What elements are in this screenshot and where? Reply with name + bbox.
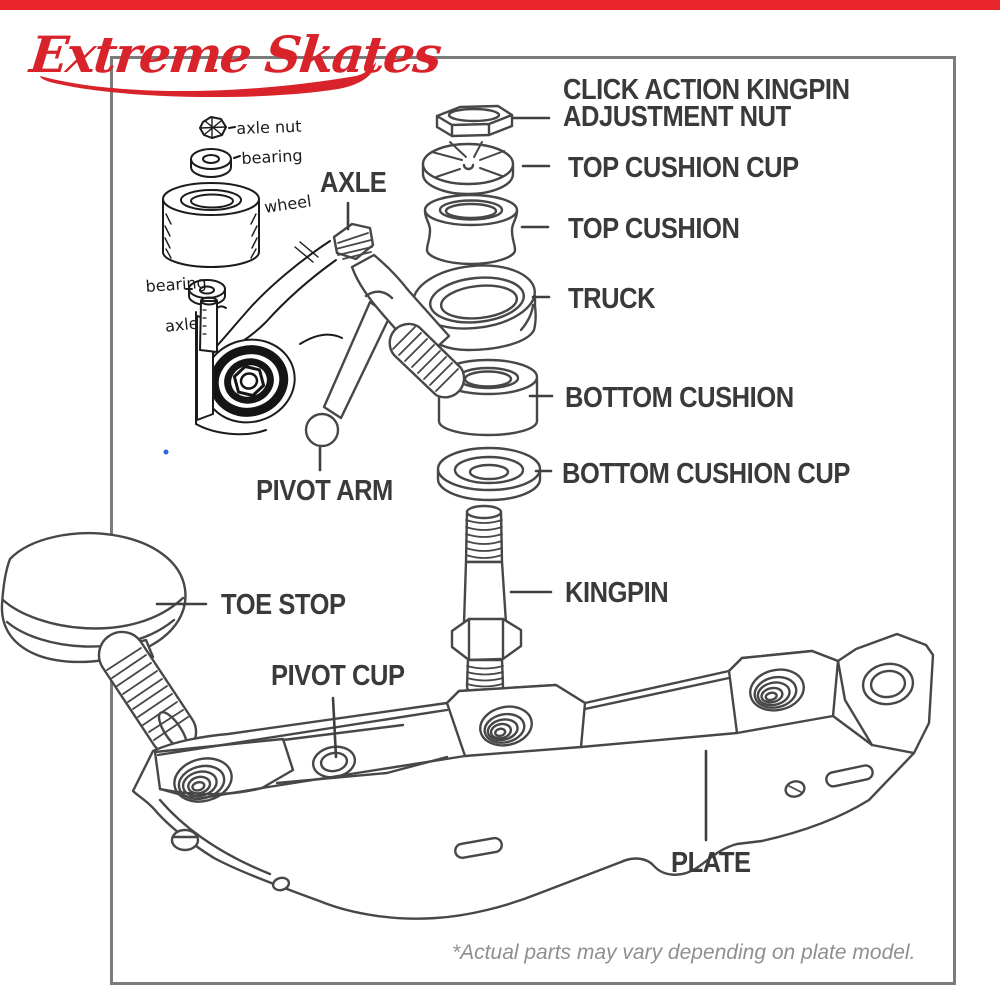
wheel-icon <box>162 182 260 268</box>
top-red-bar <box>0 0 1000 10</box>
footer-note: *Actual parts may vary depending on plat… <box>452 941 916 964</box>
logo-swoosh <box>40 62 376 98</box>
plate-kingpin-hole <box>173 757 233 803</box>
bottom-cushion-cup-drawing <box>436 446 542 502</box>
inset-label-bearing-top: bearing <box>241 145 304 168</box>
label-top-cushion-cup: TOP CUSHION CUP <box>568 152 799 184</box>
inset-wheel-assembly-drawing <box>162 116 343 455</box>
axle-drawing <box>304 222 466 448</box>
label-pivot-cup: PIVOT CUP <box>271 660 405 692</box>
inset-label-axle-nut: axle nut <box>236 116 302 138</box>
toe-stop-drawing <box>0 531 198 757</box>
brand-logo-text: Extreme Skates <box>25 25 444 84</box>
label-bottom-cushion-cup: BOTTOM CUSHION CUP <box>562 458 850 490</box>
plate-center-hole <box>479 705 533 747</box>
adjustment-nut-drawing <box>435 104 514 138</box>
plate-slot-rear <box>825 764 874 788</box>
label-axle: AXLE <box>320 167 387 199</box>
label-bottom-cushion: BOTTOM CUSHION <box>565 382 794 414</box>
top-cushion-drawing <box>423 193 519 266</box>
axle-nut-icon <box>199 116 236 139</box>
label-plate: PLATE <box>671 847 751 879</box>
label-adjustment-nut: CLICK ACTION KINGPIN ADJUSTMENT NUT <box>563 74 850 133</box>
axle-pin-icon <box>199 296 218 353</box>
top-cushion-cup-drawing <box>421 141 515 196</box>
pivot-arm-ball <box>304 412 340 448</box>
label-pivot-arm: PIVOT ARM <box>256 475 393 507</box>
plate-drawing <box>131 632 935 920</box>
exploded-stack-drawing <box>304 104 542 700</box>
label-adjustment-nut-line2: ADJUSTMENT NUT <box>563 101 791 133</box>
leader-lines <box>155 116 708 842</box>
mounted-wheel-icon <box>202 338 296 424</box>
bearing-top-icon <box>190 148 241 178</box>
label-toe-stop: TOE STOP <box>221 589 346 621</box>
plate-slot-center <box>454 836 503 859</box>
label-top-cushion: TOP CUSHION <box>568 213 740 245</box>
blue-dot <box>163 449 169 455</box>
label-adjustment-nut-line1: CLICK ACTION KINGPIN <box>563 74 850 106</box>
plate-skirt-hole <box>170 828 200 852</box>
plate-rear-hole <box>749 668 805 712</box>
kingpin-drawing <box>450 504 523 700</box>
label-kingpin: KINGPIN <box>565 577 669 609</box>
inset-label-axle: axle <box>164 313 200 336</box>
brand-logo: Extreme Skates <box>25 25 444 98</box>
label-truck: TRUCK <box>568 283 656 315</box>
